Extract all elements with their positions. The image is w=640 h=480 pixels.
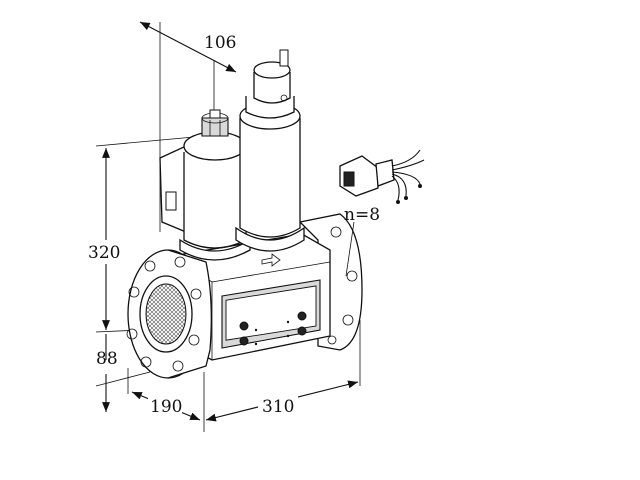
flow-direction-icon bbox=[261, 253, 281, 267]
dimension-height-base: 88 bbox=[95, 334, 151, 412]
dimension-depth: 190 bbox=[127, 368, 205, 432]
dimension-label-310: 310 bbox=[262, 397, 294, 417]
dimension-label-88: 88 bbox=[96, 349, 118, 369]
solenoid-right bbox=[235, 49, 305, 252]
dimension-length: 310 bbox=[205, 320, 361, 422]
control-panel bbox=[225, 285, 317, 341]
dimension-label-106: 106 bbox=[204, 33, 236, 53]
dimension-label-320: 320 bbox=[88, 243, 120, 263]
connector-count-label: n=8 bbox=[344, 205, 380, 225]
dimension-height-main: 320 bbox=[86, 135, 206, 333]
port-icon bbox=[297, 326, 307, 336]
port-icon bbox=[239, 336, 249, 346]
dimension-label-190: 190 bbox=[150, 397, 182, 417]
port-icon bbox=[297, 311, 307, 321]
dimension-top-width: 106 bbox=[139, 21, 236, 232]
cable-connector: n=8 bbox=[339, 149, 425, 277]
port-icon bbox=[239, 321, 249, 331]
solenoid-left bbox=[159, 109, 251, 261]
